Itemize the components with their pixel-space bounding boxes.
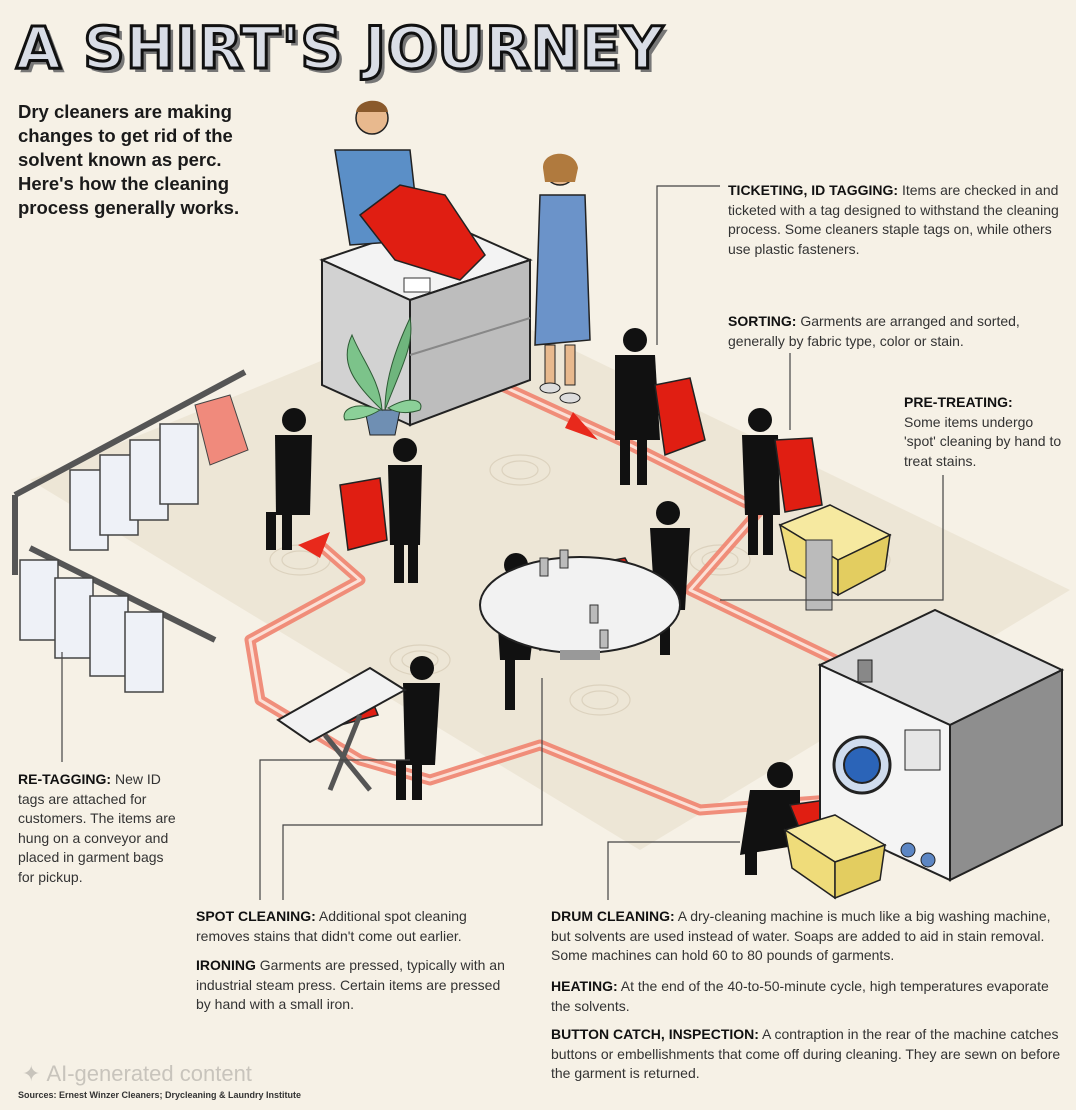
- label-button-catch: BUTTON CATCH, INSPECTION: A contraption …: [551, 1026, 1061, 1081]
- plant-icon: [343, 316, 422, 436]
- sparkle-icon: ✦: [22, 1061, 41, 1086]
- arrow-retagging: [298, 532, 330, 558]
- ironing-worker-figure: [396, 656, 440, 800]
- fold-shirt: [339, 477, 388, 551]
- page-title: A SHIRT'S JOURNEY: [14, 13, 665, 84]
- pretreat-shirt: [774, 437, 823, 513]
- sorting-shirt: [654, 377, 706, 457]
- sorting-worker-figure: [615, 328, 660, 485]
- label-heating: HEATING: At the end of the 40-to-50-minu…: [551, 978, 1049, 1014]
- garment-rack: [12, 369, 249, 693]
- ironing-board: [276, 666, 407, 792]
- pretreat-worker-figure: [742, 408, 780, 555]
- label-sorting: SORTING: Garments are arranged and sorte…: [728, 313, 1020, 349]
- fold-worker-figure: [388, 438, 422, 583]
- leader-lines: [61, 185, 944, 900]
- watermark: ✦AI-generated content: [22, 1061, 252, 1086]
- sorting-table: [479, 549, 681, 660]
- drum-worker-figure: [740, 762, 800, 875]
- intro-text: Dry cleaners are making changes to get r…: [18, 101, 240, 218]
- retag-worker-figure: [266, 408, 312, 550]
- label-pretreating: PRE-TREATING:Some items undergo 'spot' c…: [904, 394, 1062, 469]
- clerk-woman-figure: [534, 153, 591, 404]
- shirt-on-counter: [358, 184, 486, 281]
- ticket: [403, 277, 431, 293]
- drum-basket: [783, 814, 887, 900]
- pretreat-basket: [778, 504, 892, 611]
- label-retagging: RE-TAGGING: New ID tags are attached for…: [18, 771, 176, 885]
- arrow-ticketing: [565, 412, 598, 440]
- label-drum-cleaning: DRUM CLEANING: A dry-cleaning machine is…: [551, 908, 1051, 963]
- sources-note: Sources: Ernest Winzer Cleaners; Dryclea…: [18, 1090, 301, 1100]
- label-ticketing: TICKETING, ID TAGGING: Items are checked…: [728, 182, 1059, 257]
- label-spot-cleaning: SPOT CLEANING: Additional spot cleaning …: [196, 908, 467, 944]
- label-ironing: IRONING Garments are pressed, typically …: [196, 957, 505, 1012]
